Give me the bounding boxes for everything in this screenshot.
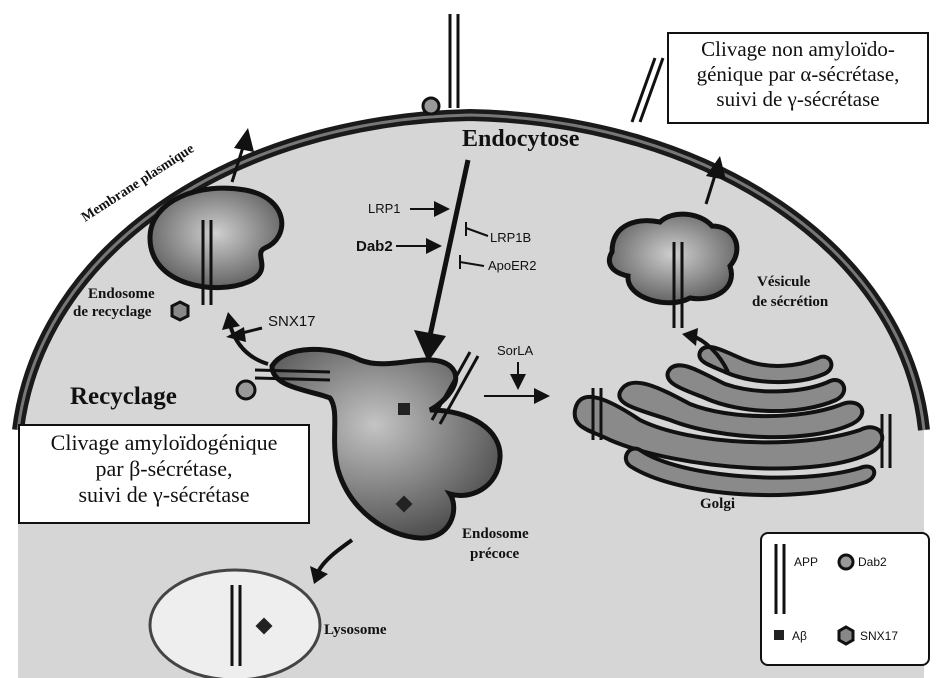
endocytosis-label: Endocytose (462, 126, 580, 152)
recycling-label: Recyclage (70, 383, 177, 410)
apoer2-label: ApoER2 (488, 258, 536, 273)
legend-snx17-icon (839, 627, 853, 644)
app-protein-alpha (632, 58, 663, 122)
amyloidogenic-line-1: Clivage amyloïdogénique (20, 430, 308, 456)
dab2-label: Dab2 (356, 238, 393, 255)
legend-dab2-label: Dab2 (858, 555, 887, 569)
legend-app-label: APP (794, 555, 818, 569)
legend-snx17-label: SNX17 (860, 629, 898, 643)
amyloidogenic-line-3: suivi de γ-sécrétase (20, 482, 308, 508)
sorla-label: SorLA (497, 343, 533, 358)
lysosome-label: Lysosome (324, 622, 387, 638)
legend-abeta-label: Aβ (792, 629, 807, 643)
amyloidogenic-box: Clivage amyloïdogénique par β-sécrétase,… (18, 424, 310, 524)
dab2-icon (423, 98, 439, 114)
secretory-vesicle-label-1: Vésicule (757, 274, 811, 290)
early-endosome-label-2: précoce (470, 546, 519, 562)
recycling-exit-arrow (234, 128, 254, 152)
snx17-icon (172, 302, 188, 320)
legend-dab2-icon (839, 555, 853, 569)
lysosome (150, 570, 320, 678)
secretory-vesicle-label-2: de sécrétion (752, 294, 829, 310)
legend-abeta-icon (774, 630, 784, 640)
lrp1b-label: LRP1B (490, 230, 531, 245)
abeta-icon (398, 403, 410, 415)
non-amyloidogenic-line-2: génique par α-sécrétase, (669, 62, 927, 87)
non-amyloidogenic-line-3: suivi de γ-sécrétase (669, 87, 927, 112)
non-amyloidogenic-line-1: Clivage non amyloïdo- (669, 37, 927, 62)
recycling-endosome-label-2: de recyclage (73, 304, 152, 320)
early-endosome-label-1: Endosome (462, 526, 529, 542)
recycling-endosome (150, 188, 282, 288)
amyloidogenic-line-2: par β-sécrétase, (20, 456, 308, 482)
legend-app-icon (776, 544, 784, 614)
legend: APP Dab2 Aβ SNX17 (760, 532, 930, 666)
app-protein-surface (450, 14, 458, 108)
lrp1-label: LRP1 (368, 201, 401, 216)
recycling-endosome-label-1: Endosome (88, 286, 155, 302)
snx17-label: SNX17 (268, 313, 316, 330)
golgi-label: Golgi (700, 496, 735, 512)
dab2-icon-recycling (237, 381, 255, 399)
non-amyloidogenic-box: Clivage non amyloïdo- génique par α-sécr… (667, 32, 929, 124)
